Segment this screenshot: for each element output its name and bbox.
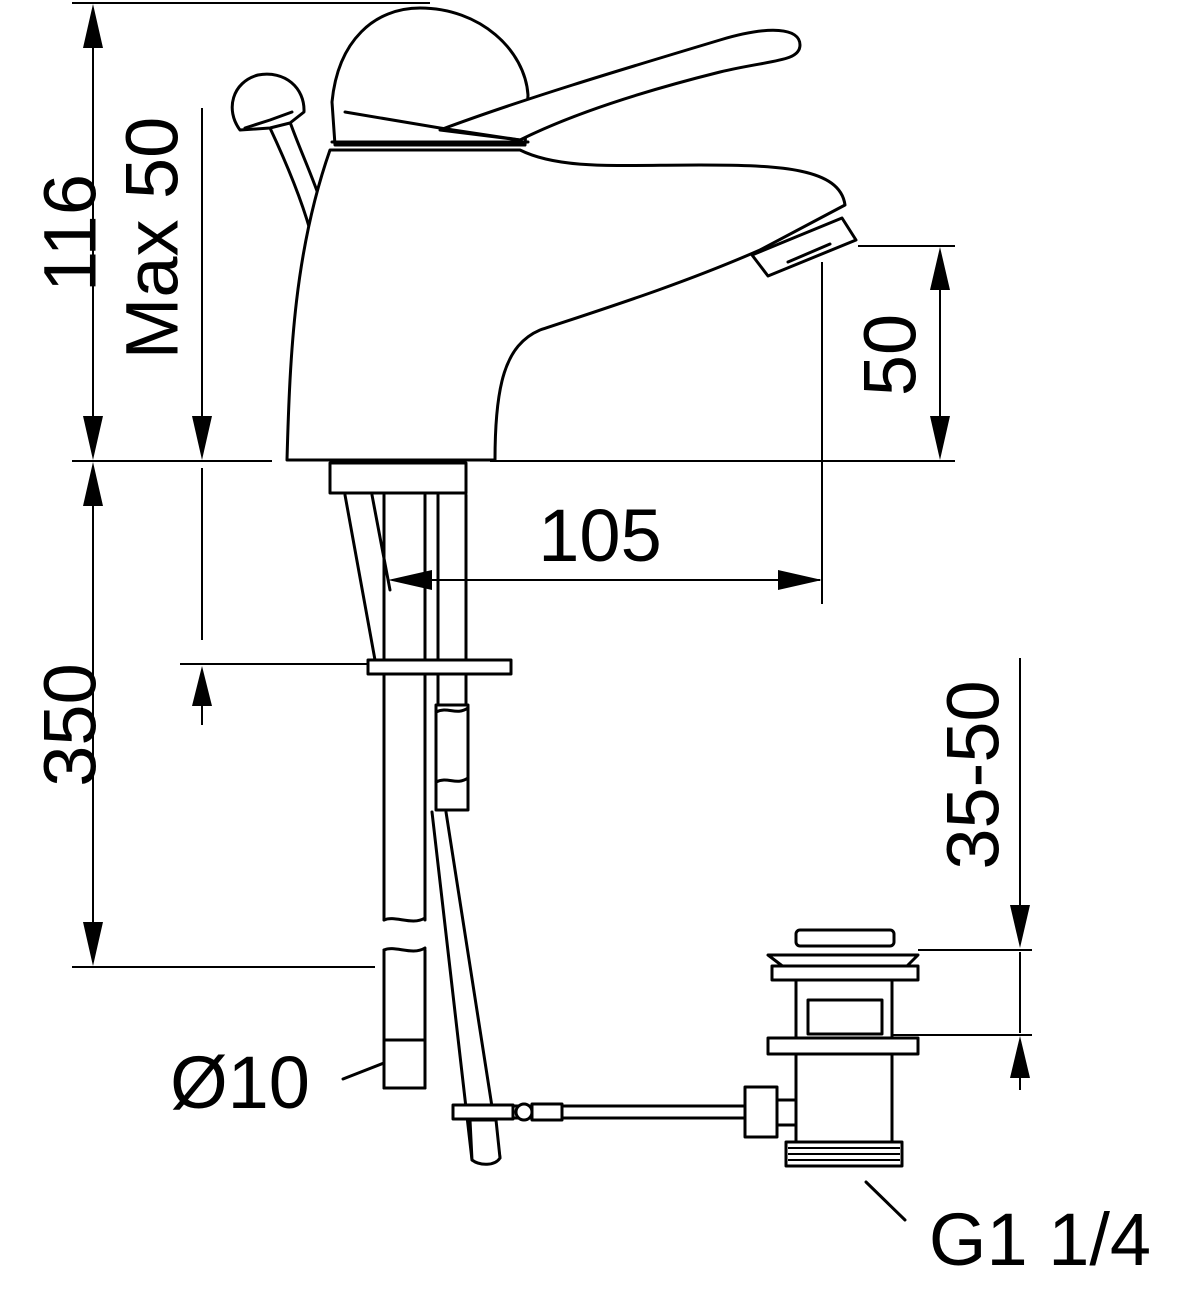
dim-116-arrow-top [83, 4, 103, 48]
popup-rod-lower-right [370, 493, 392, 592]
dim-50-arrow-top [930, 247, 950, 290]
popup-rod-lower-left [343, 493, 377, 662]
dim-105-arrow-right [778, 570, 822, 590]
hose-break-bottom [382, 946, 427, 953]
diameter-leader [341, 1061, 386, 1081]
dim-35-50-arrow-down [1010, 905, 1030, 948]
label-105: 105 [538, 494, 661, 577]
aerator-slot [786, 242, 832, 264]
faucet-body [285, 148, 847, 462]
lift-rod-left [430, 810, 474, 1162]
linkage-coupler [530, 1102, 564, 1122]
popup-rod-left [268, 126, 312, 232]
popup-knob-rim [243, 110, 294, 130]
lift-rod-end [468, 1118, 502, 1166]
hose-break-top [382, 916, 427, 923]
label-diameter-10: Ø10 [170, 1041, 310, 1124]
nut-break-top [434, 706, 470, 714]
dim-116-arrow-bottom [83, 416, 103, 460]
waste-flange-ring [770, 964, 920, 982]
linkage-clamp [451, 1103, 515, 1121]
lift-rod-right [444, 810, 502, 1160]
lever-handle [438, 28, 802, 142]
dim-105-arrow-left [388, 570, 432, 590]
waste-locknut [766, 1036, 920, 1056]
label-116: 116 [29, 174, 112, 292]
label-350: 350 [29, 663, 112, 786]
thread-leader [864, 1180, 907, 1222]
popup-knob [230, 72, 306, 132]
dim-350-arrow-top [83, 462, 103, 506]
lever-join [343, 110, 522, 142]
waste-plug-cap [794, 928, 896, 948]
waste-side-connector [743, 1085, 779, 1139]
label-50: 50 [849, 314, 932, 396]
aerator [750, 216, 858, 278]
waste-body-lower [794, 1052, 894, 1146]
base-flange [328, 461, 468, 495]
linkage-screw [514, 1102, 534, 1122]
dim-max50-arrow-down [192, 416, 212, 460]
label-35-50: 35-50 [932, 680, 1015, 869]
dim-35-50-arrow-up [1010, 1036, 1030, 1078]
label-g1-1-4: G1 1/4 [929, 1198, 1151, 1281]
waste-window [806, 998, 884, 1036]
tail-pipe-nut [434, 703, 470, 812]
mounting-plate [366, 658, 513, 676]
handle-dome [330, 6, 530, 147]
dim-350-arrow-bottom [83, 922, 103, 966]
label-max-50: Max 50 [111, 117, 194, 360]
dim-50-arrow-bottom [930, 416, 950, 460]
nut-break-bottom [434, 776, 470, 784]
dim-max50-arrow-up [192, 666, 212, 706]
